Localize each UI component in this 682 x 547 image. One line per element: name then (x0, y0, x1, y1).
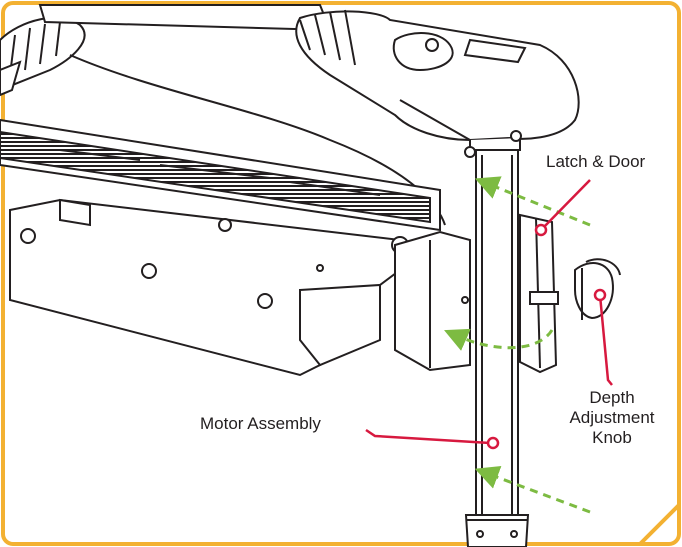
depth-label-line-2: Adjustment (569, 408, 655, 427)
rotation-arrows (444, 176, 591, 514)
mount-bracket (9, 198, 409, 377)
shaft-top-bar (38, 4, 332, 32)
depth-label-line-1: Depth (589, 388, 635, 407)
arrow-bottom (474, 465, 591, 514)
motor-head (295, 9, 580, 158)
leader-lines (365, 179, 613, 450)
leader-latch (540, 179, 591, 231)
mount-rail (0, 118, 441, 232)
corner-cut (638, 503, 681, 546)
motor-assembly-label: Motor Assembly (200, 414, 321, 433)
depth-adjustment-knob-label: Depth Adjustment Knob (556, 388, 668, 448)
leader-motor (365, 428, 491, 445)
leader-depth (598, 294, 613, 386)
arrow-top (474, 176, 591, 227)
motor-shaft (464, 149, 530, 547)
handle-grip (0, 16, 86, 97)
shaft-clamp (394, 230, 471, 372)
depth-label-line-3: Knob (592, 428, 632, 447)
latch-door-label: Latch & Door (546, 152, 646, 171)
arrow-middle (444, 328, 554, 351)
depth-knob (529, 258, 621, 320)
